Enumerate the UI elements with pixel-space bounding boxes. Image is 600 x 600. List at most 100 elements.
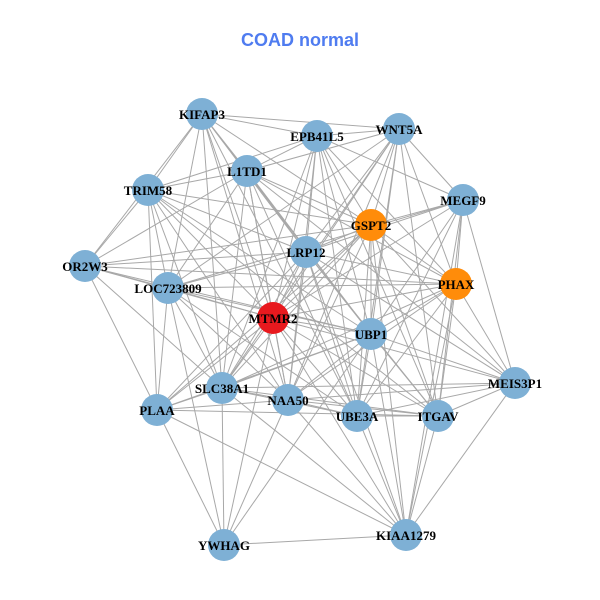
edge-OR2W3-PLAA: [84, 265, 158, 411]
node-or2w3[interactable]: OR2W3: [62, 250, 108, 282]
node-circle[interactable]: [355, 318, 387, 350]
node-label: YWHAG: [198, 538, 250, 553]
edge-YWHAG-KIAA1279: [223, 534, 407, 546]
edge-ITGAV-KIAA1279: [405, 415, 439, 536]
node-circle[interactable]: [208, 529, 240, 561]
node-circle[interactable]: [132, 174, 164, 206]
edge-MEGF9-KIAA1279: [405, 199, 464, 536]
edge-UBE3A-KIAA1279: [356, 415, 407, 536]
node-kiaa1279[interactable]: KIAA1279: [376, 519, 436, 551]
node-plaa[interactable]: PLAA: [139, 394, 175, 426]
node-itgav[interactable]: ITGAV: [418, 400, 460, 432]
node-l1td1[interactable]: L1TD1: [227, 155, 267, 187]
node-label: KIFAP3: [179, 107, 225, 122]
node-loc723809[interactable]: LOC723809: [134, 272, 202, 304]
edge-L1TD1-LOC723809: [167, 170, 248, 289]
edge-PLAA-KIAA1279: [156, 409, 407, 536]
node-naa50[interactable]: NAA50: [267, 384, 309, 416]
node-wnt5a[interactable]: WNT5A: [376, 113, 424, 145]
node-circle[interactable]: [301, 120, 333, 152]
node-circle[interactable]: [422, 400, 454, 432]
edges-layer: [84, 113, 516, 546]
node-kifap3[interactable]: KIFAP3: [179, 98, 225, 130]
edge-PLAA-YWHAG: [156, 409, 225, 546]
node-circle[interactable]: [152, 272, 184, 304]
edge-UBP1-YWHAG: [223, 333, 372, 546]
edge-LOC723809-PHAX: [167, 283, 457, 289]
edge-LRP12-KIAA1279: [305, 251, 407, 536]
node-meis3p1[interactable]: MEIS3P1: [488, 367, 542, 399]
edge-EPB41L5-TRIM58: [147, 135, 318, 191]
node-label: UBE3A: [336, 409, 379, 424]
edge-NAA50-YWHAG: [223, 399, 289, 546]
node-circle[interactable]: [257, 302, 289, 334]
node-epb41l5[interactable]: EPB41L5: [290, 120, 344, 152]
edge-LOC723809-UBE3A: [167, 287, 358, 417]
edge-EPB41L5-MEGF9: [316, 135, 464, 201]
edge-WNT5A-ITGAV: [398, 128, 439, 417]
edge-GSPT2-KIAA1279: [370, 224, 407, 536]
edge-L1TD1-SLC38A1: [221, 170, 248, 389]
node-mtmr2[interactable]: MTMR2: [248, 302, 298, 334]
node-ywhag[interactable]: YWHAG: [198, 529, 250, 561]
node-circle[interactable]: [447, 184, 479, 216]
node-circle[interactable]: [231, 155, 263, 187]
node-ube3a[interactable]: UBE3A: [336, 400, 379, 432]
node-label: GSPT2: [351, 218, 391, 233]
edge-KIFAP3-GSPT2: [201, 113, 372, 226]
edge-GSPT2-SLC38A1: [221, 224, 372, 389]
node-circle[interactable]: [341, 400, 373, 432]
edge-KIFAP3-SLC38A1: [201, 113, 223, 389]
edge-UBP1-ITGAV: [370, 333, 439, 417]
node-circle[interactable]: [69, 250, 101, 282]
node-circle[interactable]: [383, 113, 415, 145]
node-label: MEGF9: [440, 193, 486, 208]
node-circle[interactable]: [390, 519, 422, 551]
edge-L1TD1-UBE3A: [246, 170, 358, 417]
edge-UBP1-NAA50: [287, 333, 372, 401]
node-label: MTMR2: [248, 311, 297, 326]
node-circle[interactable]: [440, 268, 472, 300]
edge-LRP12-PHAX: [305, 251, 457, 285]
edge-WNT5A-LOC723809: [167, 128, 400, 289]
node-megf9[interactable]: MEGF9: [440, 184, 486, 216]
node-label: LRP12: [287, 245, 326, 260]
edge-NAA50-KIAA1279: [287, 399, 407, 536]
node-phax[interactable]: PHAX: [438, 268, 475, 300]
node-label: LOC723809: [134, 281, 202, 296]
node-circle[interactable]: [186, 98, 218, 130]
edge-L1TD1-MEIS3P1: [246, 170, 516, 384]
edge-TRIM58-LOC723809: [147, 189, 169, 289]
node-circle[interactable]: [355, 209, 387, 241]
node-circle[interactable]: [272, 384, 304, 416]
node-label: TRIM58: [124, 183, 173, 198]
edge-TRIM58-PLAA: [147, 189, 158, 411]
edge-PHAX-MTMR2: [272, 283, 457, 319]
edge-MTMR2-PLAA: [156, 317, 274, 411]
edge-LOC723809-NAA50: [167, 287, 289, 401]
edge-WNT5A-UBE3A: [356, 128, 400, 417]
edge-MTMR2-YWHAG: [223, 317, 274, 546]
node-circle[interactable]: [206, 372, 238, 404]
node-circle[interactable]: [141, 394, 173, 426]
node-label: KIAA1279: [376, 528, 436, 543]
edge-MEGF9-ITGAV: [437, 199, 464, 417]
node-gspt2[interactable]: GSPT2: [351, 209, 391, 241]
edge-EPB41L5-UBE3A: [316, 135, 358, 417]
node-slc38a1[interactable]: SLC38A1: [195, 372, 249, 404]
edge-L1TD1-OR2W3: [84, 170, 248, 267]
edge-WNT5A-PHAX: [398, 128, 457, 285]
node-trim58[interactable]: TRIM58: [124, 174, 173, 206]
node-label: MEIS3P1: [488, 376, 542, 391]
edge-OR2W3-SLC38A1: [84, 265, 223, 389]
node-circle[interactable]: [499, 367, 531, 399]
node-lrp12[interactable]: LRP12: [287, 236, 326, 268]
node-label: UBP1: [355, 327, 388, 342]
edge-OR2W3-PHAX: [84, 265, 457, 285]
node-ubp1[interactable]: UBP1: [355, 318, 388, 350]
node-label: PLAA: [139, 403, 175, 418]
edge-MTMR2-KIAA1279: [272, 317, 407, 536]
node-circle[interactable]: [290, 236, 322, 268]
edge-SLC38A1-YWHAG: [221, 387, 225, 546]
node-label: EPB41L5: [290, 129, 344, 144]
